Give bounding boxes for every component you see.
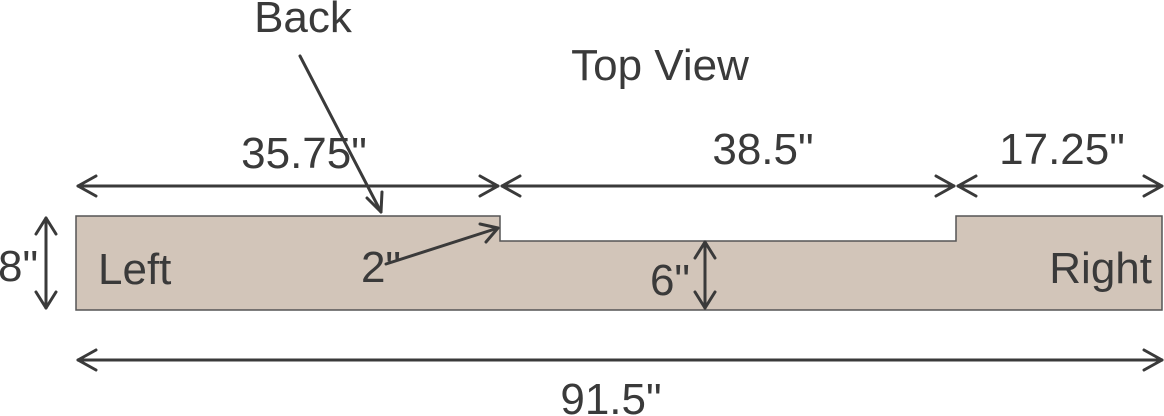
dimension-right-section-label: 17.25" xyxy=(999,125,1125,174)
dimension-total-length-label: 91.5" xyxy=(560,375,661,416)
dimension-left-section-label: 35.75" xyxy=(241,129,367,178)
dimension-full-depth-label: 8" xyxy=(0,242,38,291)
countertop-shape xyxy=(75,215,1163,311)
region-label-left: Left xyxy=(98,245,171,294)
dimension-notched-depth: 6" xyxy=(650,240,717,310)
notch-depth-label: 2" xyxy=(361,243,401,292)
dimension-total-length: 91.5" xyxy=(76,348,1164,416)
back-callout: Back xyxy=(254,0,384,214)
dimension-middle-section-label: 38.5" xyxy=(712,125,813,174)
back-label: Back xyxy=(254,0,353,42)
dimension-left-section: 35.75" xyxy=(76,129,500,198)
diagram-title: Top View xyxy=(571,41,749,90)
dimension-right-section: 17.25" xyxy=(956,125,1164,198)
notch-callout: 2" xyxy=(361,222,500,292)
dimension-notched-depth-label: 6" xyxy=(650,256,690,305)
dimension-middle-section: 38.5" xyxy=(500,125,956,198)
dimension-full-depth: 8" xyxy=(0,216,58,310)
region-label-right: Right xyxy=(1049,244,1152,293)
